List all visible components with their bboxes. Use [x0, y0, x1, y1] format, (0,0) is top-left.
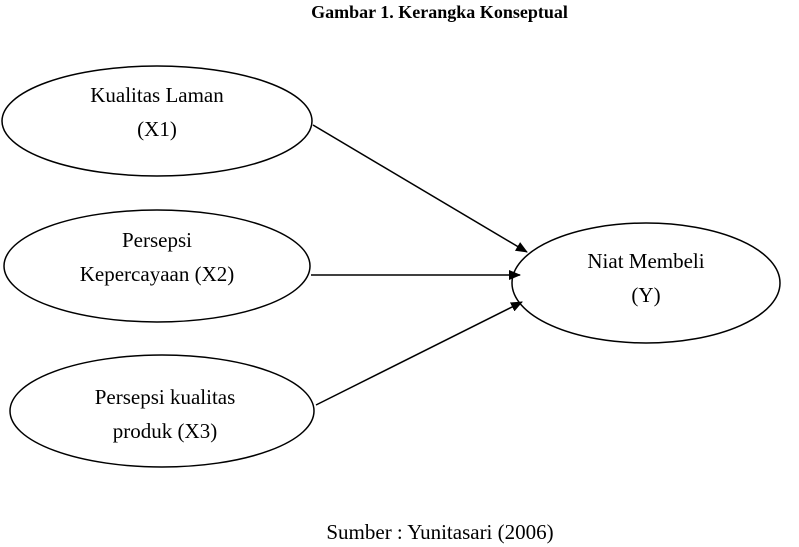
- node-x3-line2: produk (X3): [112, 419, 218, 443]
- node-x1-ellipse: [1, 65, 313, 177]
- node-x2-label: Persepsi Kepercayaan (X2): [57, 223, 257, 291]
- node-x2-line2: Kepercayaan (X2): [79, 262, 235, 286]
- node-x3-ellipse: [9, 354, 315, 468]
- node-x2-ellipse: [3, 209, 311, 323]
- figure-title: Gambar 1. Kerangka Konseptual: [311, 2, 568, 22]
- node-x3-label: Persepsi kualitas produk (X3): [65, 380, 265, 448]
- node-x1-label: Kualitas Laman (X1): [57, 78, 257, 146]
- node-x3-line1: Persepsi kualitas: [94, 385, 236, 409]
- node-x1-line2: (X1): [137, 117, 177, 141]
- node-y-line2: (Y): [631, 283, 661, 307]
- node-x2-line1: Persepsi: [122, 228, 192, 252]
- node-x1-line1: Kualitas Laman: [90, 83, 224, 107]
- node-y-label: Niat Membeli (Y): [546, 244, 746, 312]
- source-caption: Sumber : Yunitasari (2006): [326, 520, 554, 544]
- arrow-x3-to-y: [315, 301, 523, 406]
- arrow-x1-to-y: [312, 124, 528, 253]
- node-y-line1: Niat Membeli: [587, 249, 705, 273]
- node-y-ellipse: [511, 222, 781, 344]
